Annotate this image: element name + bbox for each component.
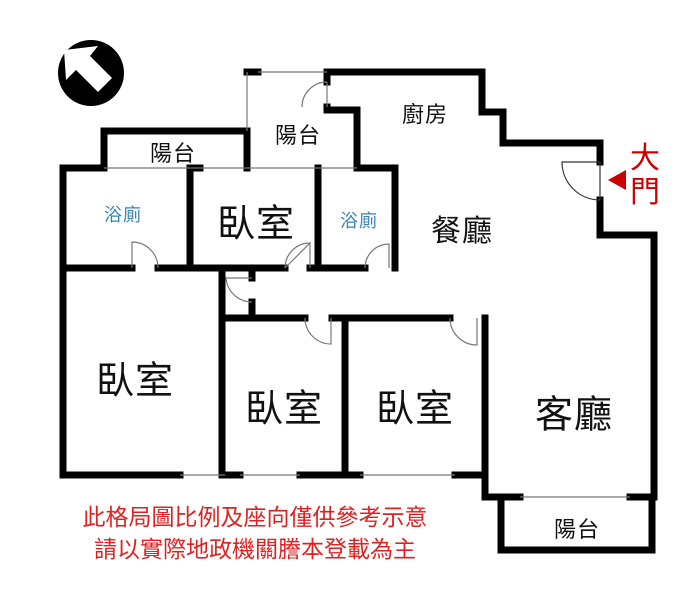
wall-balcony-bottom bbox=[497, 493, 656, 554]
room-bedroom-top: 臥室 bbox=[216, 201, 296, 246]
room-living: 客廳 bbox=[534, 392, 614, 437]
room-dining: 餐廳 bbox=[431, 214, 493, 249]
room-bedroom-left: 臥室 bbox=[95, 358, 175, 403]
room-balcony-bottom: 陽台 bbox=[553, 518, 601, 543]
wall-small-balcony bbox=[100, 127, 251, 172]
room-bath-left: 浴廁 bbox=[104, 205, 142, 226]
main-door-label: 大門 bbox=[630, 141, 660, 210]
room-kitchen: 廚房 bbox=[401, 103, 449, 128]
room-bedroom-right: 臥室 bbox=[375, 386, 455, 431]
room-balcony-upper: 陽台 bbox=[274, 124, 322, 149]
wall-outer-right bbox=[596, 196, 658, 501]
disclaimer-line-1: 此格局圖比例及座向僅供參考示意 bbox=[82, 505, 428, 531]
entrance-arrow-icon bbox=[608, 170, 626, 190]
wall-living-bottom bbox=[481, 314, 524, 501]
compass-icon: N bbox=[58, 40, 124, 106]
wall-top-row-3 bbox=[353, 164, 399, 272]
room-balcony-small: 陽台 bbox=[149, 142, 197, 167]
room-bath-right: 浴廁 bbox=[340, 211, 378, 232]
disclaimer-line-2: 請以實際地政機關謄本登載為主 bbox=[94, 537, 416, 563]
wall-outer-top bbox=[323, 68, 604, 166]
wall-upper-balcony-step bbox=[323, 103, 361, 172]
room-bedroom-mid: 臥室 bbox=[244, 386, 324, 431]
